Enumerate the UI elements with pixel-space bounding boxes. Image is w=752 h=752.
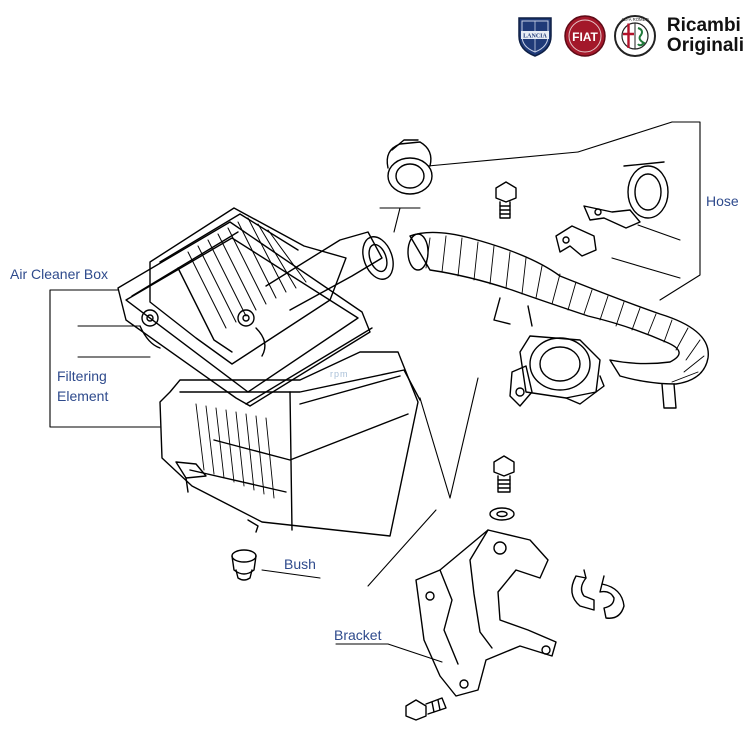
air-cleaner-lid xyxy=(139,207,347,365)
leader-lines-left xyxy=(49,289,161,428)
bolt-upper xyxy=(495,181,517,219)
label-bracket: Bracket xyxy=(334,627,382,643)
label-bush: Bush xyxy=(284,556,316,572)
brand-title-line2: Originali xyxy=(666,35,744,56)
brand-title: Ricambi Originali xyxy=(667,16,744,56)
bracket xyxy=(415,529,557,697)
brand-header: LANCIA FIAT ALFA ROMEO Ricambi Originali xyxy=(513,14,744,58)
strap-clamp xyxy=(583,161,669,229)
intake-duct xyxy=(265,231,394,311)
split-clip xyxy=(571,569,625,619)
air-cleaner-box xyxy=(159,351,421,537)
small-clip xyxy=(555,225,597,257)
filtering-element xyxy=(117,221,373,407)
leader-lines-hose xyxy=(427,121,701,301)
throttle-body xyxy=(509,335,605,407)
bolt-middle xyxy=(493,455,515,493)
fiat-emblem: FIAT xyxy=(564,15,606,57)
corrugated-hose xyxy=(407,231,709,409)
label-air-cleaner-box: Air Cleaner Box xyxy=(10,266,109,282)
fiat-emblem-text: FIAT xyxy=(572,30,598,44)
label-filtering-line2: Element xyxy=(57,388,109,404)
bush xyxy=(231,549,257,581)
lancia-emblem-text: LANCIA xyxy=(523,34,547,40)
hose-clamp-top xyxy=(386,139,433,195)
alfa-romeo-emblem: ALFA ROMEO xyxy=(613,15,656,57)
label-hose: Hose xyxy=(706,193,739,209)
label-filtering-line1: Filtering xyxy=(57,368,107,384)
bolt-bottom xyxy=(405,697,447,721)
section-lines xyxy=(367,207,479,587)
brand-title-line1: Ricambi xyxy=(666,15,741,36)
watermark: rpm xyxy=(330,369,349,379)
lancia-emblem: LANCIA xyxy=(518,17,552,57)
leader-lines-bottom xyxy=(261,569,443,663)
alfa-romeo-emblem-text: ALFA ROMEO xyxy=(621,17,649,22)
washer xyxy=(489,507,515,521)
